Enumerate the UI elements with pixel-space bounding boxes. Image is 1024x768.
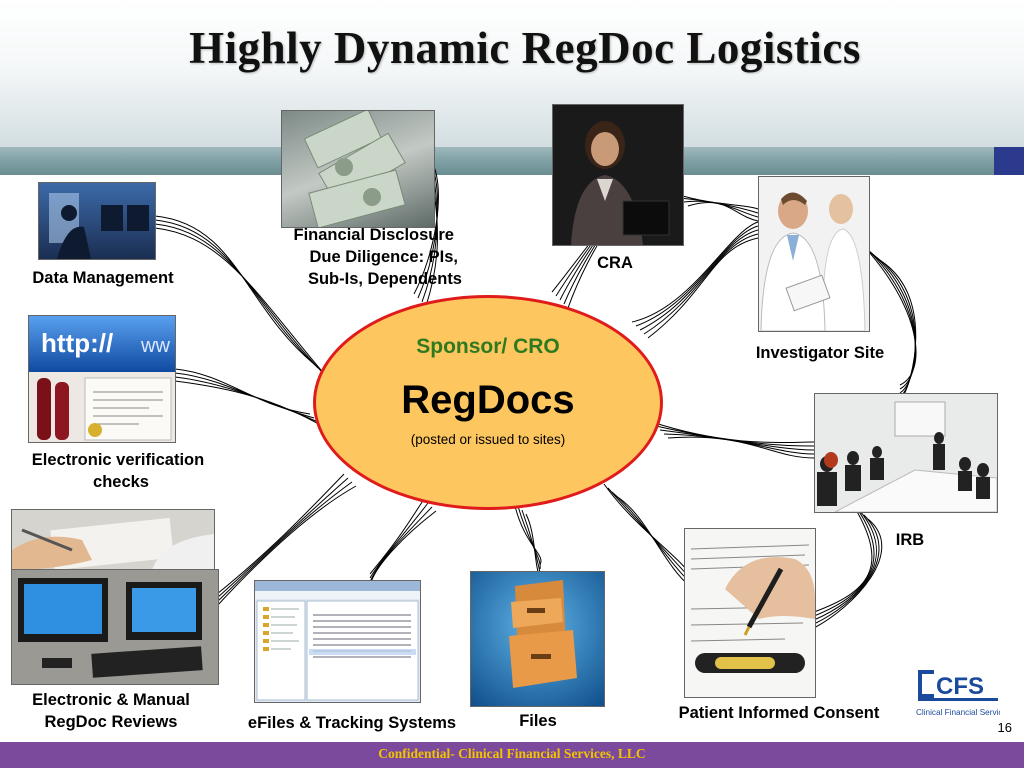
- connector-irb: [659, 429, 815, 451]
- cfs-logo-mark: CFS: [936, 673, 984, 700]
- page-number: 16: [997, 720, 1012, 735]
- connector-manual-reviews: [216, 481, 353, 603]
- regdocs-note: (posted or issued to sites): [410, 432, 566, 447]
- node-label-investigator-site: Investigator Site: [755, 344, 885, 362]
- efiles-photo: [254, 580, 421, 703]
- connector-irb: [667, 436, 815, 459]
- cfs-logo-name: Clinical Financial Services: [916, 708, 1000, 717]
- electronic-verification-photo: http:// ww: [28, 315, 176, 443]
- footer-confidential-text: Confidential- Clinical Financial Service…: [378, 746, 646, 761]
- investigator-site-photo: [758, 176, 870, 332]
- connector-manual-reviews: [216, 485, 357, 607]
- manual-reviews-line-1: Electronic & Manual: [32, 691, 190, 709]
- manual-review-photo-top: [11, 509, 215, 571]
- connector-cra-investigator: [687, 201, 759, 222]
- manual-review-photo-bottom: [11, 569, 219, 685]
- header-band: [0, 0, 1024, 175]
- node-label-patient-consent: Patient Informed Consent: [678, 704, 880, 722]
- financial-disclosure-line-2: Due Diligence: PIs,: [309, 248, 458, 266]
- connector-efiles: [369, 506, 433, 583]
- connector-financial-disclosure: [413, 163, 439, 295]
- connector-efiles: [369, 510, 437, 587]
- financial-disclosure-photo: [281, 110, 435, 228]
- patient-consent-photo: [684, 528, 816, 698]
- node-label-cra: CRA: [597, 254, 633, 272]
- connector-irb-consent: [813, 510, 877, 621]
- node-label-files: Files: [519, 712, 557, 730]
- node-label-electronic-verification: Electronic verification checks: [0, 449, 236, 493]
- data-management-photo: [38, 182, 156, 260]
- node-label-manual-reviews: Electronic & Manual RegDoc Reviews: [0, 689, 222, 733]
- connector-cra-investigator: [675, 193, 759, 210]
- irb-photo: [814, 393, 998, 513]
- sponsor-cro-ellipse: [313, 295, 663, 510]
- sponsor-cro-label: Sponsor/ CRO: [416, 335, 560, 358]
- node-label-financial-disclosure: Financial Disclosure Due Diligence: PIs,…: [262, 224, 462, 290]
- connector-irb: [651, 421, 815, 444]
- connector-efiles: [369, 502, 429, 579]
- manual-reviews-line-2: RegDoc Reviews: [44, 713, 178, 731]
- connector-investigator-site: [631, 221, 759, 323]
- connector-data-management: [154, 227, 327, 377]
- connector-patient-consent: [615, 495, 691, 587]
- slide-title: Highly Dynamic RegDoc Logistics: [189, 23, 861, 73]
- svg-text:http://: http://: [41, 328, 113, 358]
- connector-investigator-site: [643, 233, 759, 335]
- connector-irb-consent: [813, 506, 875, 617]
- connector-irb-consent: [813, 502, 873, 613]
- connector-irb-consent: [813, 514, 880, 625]
- files-photo: [470, 571, 605, 707]
- connector-irb: [655, 425, 815, 447]
- financial-disclosure-line-1: Financial Disclosure: [293, 226, 454, 244]
- regdocs-title: RegDocs: [401, 378, 575, 422]
- electronic-verification-line-2: checks: [93, 473, 149, 491]
- connector-manual-reviews: [216, 473, 345, 595]
- connector-cra-investigator: [683, 200, 759, 218]
- connector-investigator-site: [635, 225, 759, 327]
- connector-investigator-site: [639, 229, 759, 331]
- connector-irb: [663, 433, 815, 455]
- connector-electronic-verification: [174, 380, 323, 427]
- node-label-efiles: eFiles & Tracking Systems: [247, 714, 457, 732]
- cra-photo: [552, 104, 684, 246]
- svg-text:ww: ww: [140, 335, 170, 357]
- financial-disclosure-line-3: Sub-Is, Dependents: [307, 270, 462, 288]
- connector-cra-investigator: [679, 197, 759, 214]
- electronic-verification-line-1: Electronic verification: [31, 451, 205, 469]
- connector-efiles: [369, 498, 425, 575]
- cfs-logo: CFS Clinical Financial Services: [914, 664, 1011, 720]
- connector-investigator-irb: [875, 257, 917, 402]
- footer-bar: [0, 742, 1024, 768]
- connector-irb-consent: [813, 518, 883, 629]
- connector-manual-reviews: [216, 477, 349, 599]
- connector-investigator-site: [647, 237, 759, 339]
- node-label-irb: IRB: [895, 531, 925, 549]
- connector-investigator-irb: [871, 253, 916, 398]
- node-label-data-management: Data Management: [32, 269, 174, 287]
- header-teal-bar: [0, 147, 1024, 175]
- header-accent-block: [994, 147, 1024, 175]
